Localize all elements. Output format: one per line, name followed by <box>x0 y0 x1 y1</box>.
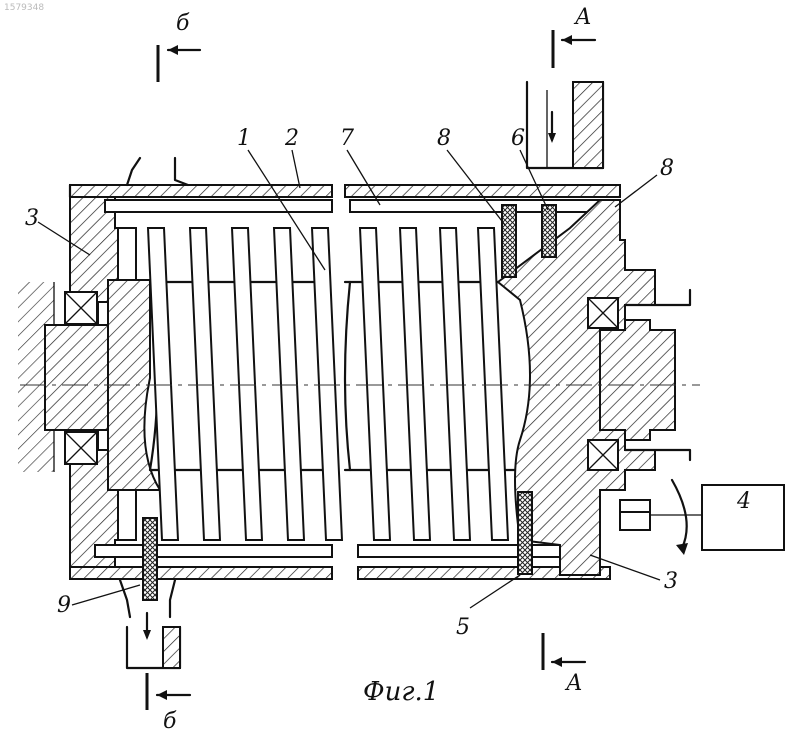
svg-text:6: 6 <box>511 126 525 151</box>
svg-text:3: 3 <box>664 569 678 594</box>
discharge-chute-top-right <box>527 82 603 168</box>
svg-text:б: б <box>163 709 177 732</box>
spiral-rib-right-2 <box>400 228 430 540</box>
spiral-rib-left-5 <box>312 228 342 540</box>
spiral-rib-left-2 <box>190 228 220 540</box>
svg-text:4: 4 <box>736 489 751 514</box>
spiral-rib-left-1 <box>148 228 178 540</box>
svg-text:3: 3 <box>25 206 39 231</box>
callout-5: 5 <box>456 575 520 640</box>
svg-text:1: 1 <box>237 126 251 151</box>
drive-motor <box>620 480 784 555</box>
svg-text:8: 8 <box>437 126 451 151</box>
svg-text:8: 8 <box>660 156 674 181</box>
spiral-rib-right-1 <box>360 228 390 540</box>
section-mark-b-top: б <box>158 11 200 82</box>
corner-number: 1579348 <box>4 3 44 13</box>
svg-text:2: 2 <box>284 126 299 151</box>
spiral-rotor-right <box>345 228 520 540</box>
svg-text:9: 9 <box>57 593 71 618</box>
figure-caption: Фиг.1 <box>363 677 439 707</box>
svg-text:б: б <box>176 11 190 36</box>
section-mark-a-bottom: А <box>543 633 585 696</box>
section-mark-a-top: А <box>553 5 595 68</box>
callout-2: 2 <box>284 126 300 188</box>
spiral-rib-right-3 <box>440 228 470 540</box>
svg-text:А: А <box>564 671 583 696</box>
callout-4: 4 <box>736 489 751 514</box>
section-mark-b-bottom: б <box>147 673 190 732</box>
callout-8-right: 8 <box>615 156 674 207</box>
spiral-rib-left-3 <box>232 228 262 540</box>
casing-top <box>70 158 620 212</box>
svg-text:5: 5 <box>456 615 470 640</box>
svg-text:7: 7 <box>340 126 354 151</box>
spiral-rotor-left <box>118 228 342 540</box>
spiral-rib-left-4 <box>274 228 304 540</box>
svg-text:А: А <box>573 5 592 30</box>
